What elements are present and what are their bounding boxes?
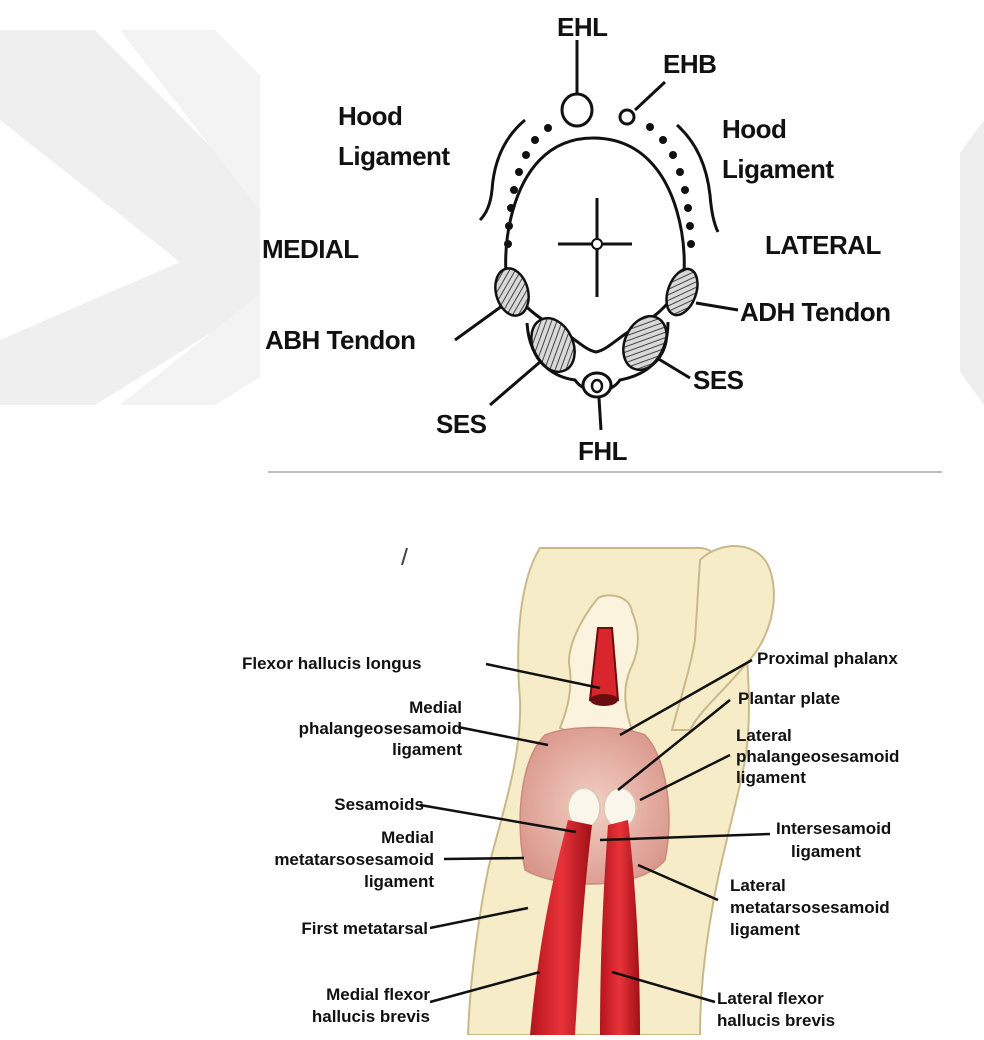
label-medial-metatarso-1: Medial [381, 828, 434, 847]
label-hood-right-2: Ligament [722, 154, 834, 184]
fhl-tendon-core [592, 380, 602, 392]
label-intersesamoid-2: ligament [791, 842, 861, 861]
crosshair-center [592, 239, 602, 249]
label-hood-right-1: Hood [722, 114, 786, 144]
fhl-cut-end [590, 694, 618, 706]
label-medial-phalangeo-2: phalangeosesamoid [299, 719, 462, 738]
label-medial-phalangeo-1: Medial [409, 698, 462, 717]
label-lateral-metatarso-2: metatarsosesamoid [730, 898, 890, 917]
bottom-anatomy-illustration: Flexor hallucis longus Proximal phalanx … [242, 546, 899, 1035]
label-lateral: LATERAL [765, 230, 882, 260]
label-medial-fhb-2: hallucis brevis [312, 1007, 430, 1026]
label-lateral-phalangeo-2: phalangeosesamoid [736, 747, 899, 766]
stray-mark [402, 548, 407, 565]
label-hood-left-2: Ligament [338, 141, 450, 171]
label-medial-metatarso-2: metatarsosesamoid [274, 850, 434, 869]
top-cross-section-diagram: EHL EHB Hood Ligament Hood Ligament MEDI… [260, 0, 960, 466]
label-medial-phalangeo-3: ligament [392, 740, 462, 759]
label-medial-metatarso-3: ligament [364, 872, 434, 891]
label-medial-fhb-1: Medial flexor [326, 985, 430, 1004]
label-plantar-plate: Plantar plate [738, 689, 840, 708]
label-sesamoids: Sesamoids [334, 795, 424, 814]
label-first-metatarsal: First metatarsal [301, 919, 428, 938]
label-lateral-fhb-1: Lateral flexor [717, 989, 824, 1008]
label-lateral-phalangeo-3: ligament [736, 768, 806, 787]
label-ses-right: SES [693, 365, 744, 395]
label-medial: MEDIAL [262, 234, 359, 264]
label-ehl: EHL [557, 12, 608, 42]
label-lateral-phalangeo-1: Lateral [736, 726, 792, 745]
label-fhl: FHL [578, 436, 628, 466]
label-ses-left: SES [436, 409, 487, 439]
label-intersesamoid-1: Intersesamoid [776, 819, 891, 838]
label-hood-left-1: Hood [338, 101, 402, 131]
fhl-leader-line [599, 398, 601, 430]
label-lateral-metatarso-3: ligament [730, 920, 800, 939]
label-abh-tendon: ABH Tendon [265, 325, 416, 355]
label-flexor-hallucis-longus: Flexor hallucis longus [242, 654, 421, 673]
label-proximal-phalanx: Proximal phalanx [757, 649, 898, 668]
label-ehb: EHB [663, 49, 716, 79]
label-lateral-fhb-2: hallucis brevis [717, 1011, 835, 1030]
label-lateral-metatarso-1: Lateral [730, 876, 786, 895]
label-adh-tendon: ADH Tendon [740, 297, 891, 327]
